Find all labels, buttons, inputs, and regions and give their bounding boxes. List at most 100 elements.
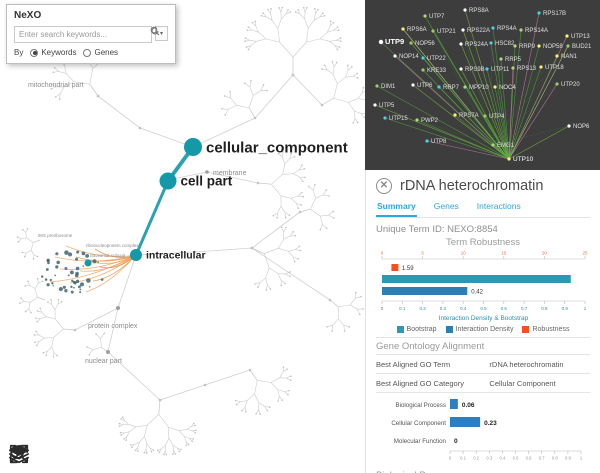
cluster-node[interactable] [58, 286, 63, 292]
radio-genes-dot[interactable] [83, 48, 92, 57]
tree-term-label[interactable]: mitochondrial part [28, 82, 84, 89]
gene-node-label[interactable]: HSC82 [495, 41, 515, 47]
gene-node[interactable] [483, 114, 487, 118]
gene-node[interactable] [409, 41, 413, 45]
gene-node-label[interactable]: RPS24A [465, 42, 488, 48]
tab-interactions[interactable]: Interactions [476, 201, 521, 211]
gene-node[interactable] [459, 67, 463, 71]
gene-node-label[interactable]: UTP18 [545, 65, 564, 71]
gene-node[interactable] [499, 57, 503, 61]
cluster-node[interactable] [47, 261, 50, 265]
gene-node[interactable] [453, 113, 457, 117]
gene-node-label[interactable]: NOP58 [543, 44, 563, 50]
term-node[interactable] [184, 138, 202, 156]
cluster-node[interactable] [40, 275, 44, 278]
cluster-node[interactable] [71, 279, 74, 283]
gene-node[interactable] [373, 103, 377, 107]
gene-node[interactable] [566, 44, 570, 48]
cluster-node[interactable] [79, 291, 82, 294]
gene-node[interactable] [485, 67, 489, 71]
cluster-node[interactable] [92, 259, 97, 264]
term-node[interactable] [159, 172, 177, 190]
close-icon[interactable]: ✕ [376, 178, 392, 194]
gene-node-label[interactable]: RPS22A [467, 28, 490, 34]
gene-node-label[interactable]: NOP14 [399, 54, 419, 60]
gene-node[interactable] [493, 85, 497, 89]
cluster-node[interactable] [74, 273, 79, 278]
gene-node-label[interactable]: RPS4A [497, 26, 517, 32]
gene-node-label[interactable]: UTP11 [491, 67, 510, 73]
gene-node[interactable] [393, 54, 397, 58]
gene-node[interactable] [555, 54, 559, 58]
gene-node[interactable] [537, 11, 541, 15]
search-input[interactable] [14, 26, 152, 43]
gene-node-label[interactable]: BUD21 [572, 44, 592, 50]
cluster-term-node[interactable] [84, 259, 92, 267]
gene-node[interactable] [378, 39, 384, 45]
gene-node-label[interactable]: UTP10 [513, 156, 534, 163]
gene-node[interactable] [423, 14, 427, 18]
cluster-node[interactable] [81, 251, 86, 256]
cluster-node[interactable] [46, 283, 50, 287]
cluster-node[interactable] [82, 265, 85, 267]
gene-node-label[interactable]: RPS6A [407, 27, 427, 33]
gene-node-label[interactable]: NAN1 [561, 54, 578, 60]
gene-node-label[interactable]: NOP56 [415, 41, 435, 47]
gene-node-label[interactable]: UTP7 [429, 14, 445, 20]
tree-term-label[interactable]: ribosomal subunit [90, 253, 126, 258]
cluster-node[interactable] [67, 252, 73, 257]
gene-node-label[interactable]: RPS7A [459, 113, 479, 119]
tree-term-label[interactable]: membrane [213, 170, 247, 177]
gene-node-label[interactable]: UTP9 [385, 37, 404, 46]
gene-node[interactable] [491, 143, 495, 147]
gene-node[interactable] [463, 8, 467, 12]
gene-node[interactable] [489, 41, 493, 45]
gene-node-label[interactable]: RPS14A [525, 28, 548, 34]
tree-term-label[interactable]: ribonucleoprotein complex [86, 243, 139, 248]
cluster-node[interactable] [72, 280, 76, 284]
term-node-label[interactable]: intracellular [146, 250, 206, 262]
gene-node[interactable] [539, 65, 543, 69]
gene-node[interactable] [461, 28, 465, 32]
gene-node[interactable] [463, 85, 467, 89]
tree-term-label[interactable]: 90S preribosome [38, 233, 73, 238]
gene-node-label[interactable]: UTP13 [571, 34, 590, 40]
gene-node-label[interactable]: UTP4 [489, 114, 505, 120]
gene-node-label[interactable]: RRP7 [443, 85, 460, 91]
gene-node[interactable] [555, 82, 559, 86]
gene-node-label[interactable]: UTP21 [437, 29, 456, 35]
gene-node[interactable] [511, 66, 515, 70]
gene-node-label[interactable]: RRP9 [519, 44, 536, 50]
cluster-node[interactable] [56, 260, 60, 265]
cluster-node[interactable] [76, 250, 80, 254]
gene-node[interactable] [459, 42, 463, 46]
cluster-node[interactable] [67, 274, 70, 277]
cluster-node[interactable] [51, 282, 54, 285]
cluster-node[interactable] [54, 274, 56, 277]
gene-node[interactable] [513, 44, 517, 48]
gene-node[interactable] [425, 139, 429, 143]
gene-node[interactable] [415, 118, 419, 122]
gene-node[interactable] [421, 68, 425, 72]
gene-node-label[interactable]: UTP6 [417, 83, 433, 89]
cluster-node[interactable] [73, 286, 75, 289]
gene-node-label[interactable]: MPP10 [469, 85, 489, 91]
cluster-node[interactable] [55, 265, 59, 269]
cluster-node[interactable] [64, 250, 69, 255]
gene-node-label[interactable]: EMG1 [497, 143, 515, 149]
cluster-node[interactable] [75, 279, 80, 284]
cluster-node[interactable] [64, 266, 68, 270]
cluster-node[interactable] [46, 258, 50, 263]
gene-node-label[interactable]: UTP20 [561, 82, 580, 88]
fit-screen-button[interactable] [9, 443, 102, 467]
gene-node-label[interactable]: UTP22 [427, 56, 446, 62]
gene-node[interactable] [375, 84, 379, 88]
cluster-node[interactable] [64, 289, 68, 293]
gene-node-label[interactable]: RPS8A [469, 8, 489, 14]
cluster-node[interactable] [85, 253, 89, 258]
cluster-node[interactable] [79, 282, 85, 287]
term-node-small[interactable] [106, 350, 110, 354]
